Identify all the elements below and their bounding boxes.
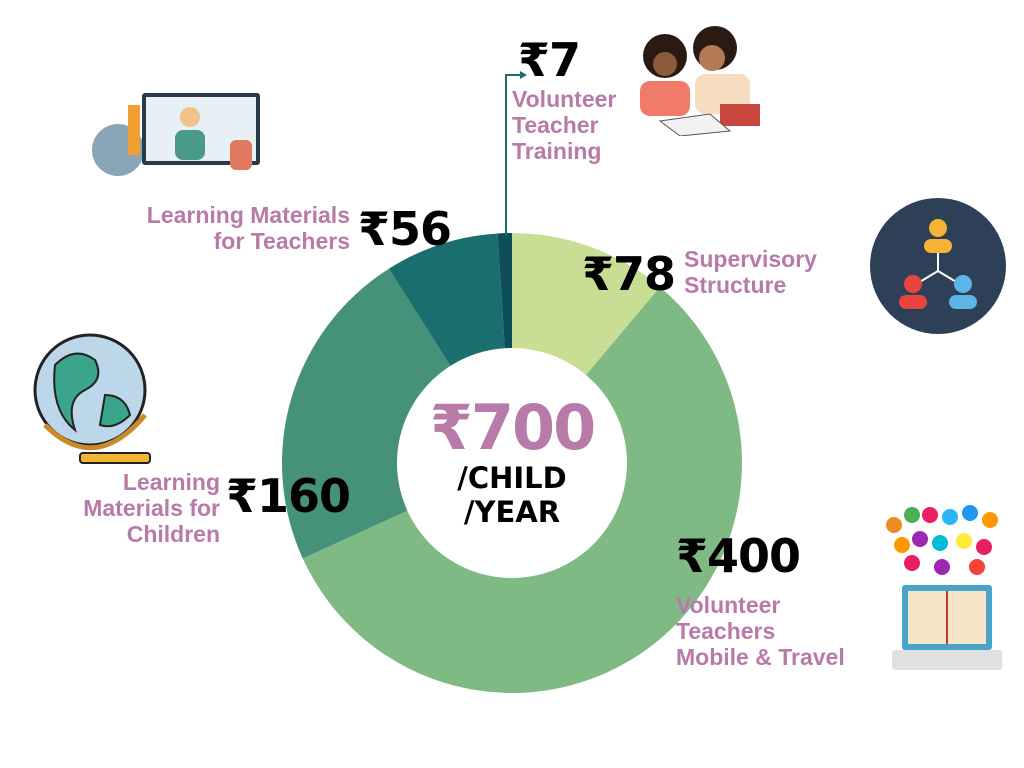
mobile-label: Volunteer Teachers Mobile & Travel bbox=[676, 592, 845, 670]
donut-slice-volunteer-teachers-mobile-travel bbox=[302, 286, 742, 693]
center-per-year: /YEAR bbox=[463, 495, 561, 529]
training-leader-line bbox=[505, 74, 520, 236]
elearning-laptop-illustration bbox=[886, 505, 1002, 670]
donut-slice-volunteer-teacher-training bbox=[497, 233, 512, 349]
children-amount: ₹160 bbox=[226, 469, 351, 523]
label-line: Volunteer bbox=[676, 592, 781, 618]
label-line: Training bbox=[512, 138, 602, 164]
org-structure-icon bbox=[870, 198, 1006, 334]
students-reading-illustration bbox=[640, 26, 760, 136]
donut-center-total: ₹700 /CHILD /YEAR bbox=[412, 391, 612, 530]
children-label: Learning Materials for Children bbox=[20, 469, 220, 547]
donut-slice-learning-materials-for-children bbox=[282, 268, 451, 559]
teachers-label: Learning Materials for Teachers bbox=[80, 202, 350, 254]
center-amount: ₹700 bbox=[429, 391, 597, 464]
supervisory-label: Supervisory Structure bbox=[684, 246, 817, 298]
leader-arrowhead-icon bbox=[520, 71, 527, 79]
label-line: Learning Materials bbox=[146, 202, 350, 228]
supervisory-amount: ₹78 bbox=[582, 247, 676, 301]
label-line: Volunteer bbox=[512, 86, 617, 112]
donut-slice-supervisory-structure bbox=[512, 233, 661, 375]
label-line: Learning bbox=[122, 469, 220, 495]
teachers-amount: ₹56 bbox=[358, 202, 452, 256]
center-per-child: /CHILD bbox=[457, 461, 567, 495]
label-line: Teachers bbox=[676, 618, 776, 644]
label-line: Teacher bbox=[512, 112, 599, 138]
label-line: Supervisory bbox=[684, 246, 817, 272]
label-line: Structure bbox=[684, 272, 787, 298]
label-line: Children bbox=[126, 521, 220, 547]
online-teaching-illustration bbox=[92, 93, 260, 176]
label-line: Materials for bbox=[83, 495, 220, 521]
training-label: Volunteer Teacher Training bbox=[512, 86, 616, 164]
label-line: for Teachers bbox=[213, 228, 350, 254]
training-amount: ₹7 bbox=[518, 33, 581, 87]
globe-icon bbox=[33, 333, 151, 464]
mobile-amount: ₹400 bbox=[676, 529, 801, 583]
label-line: Mobile & Travel bbox=[676, 644, 845, 670]
donut-slice-learning-materials-for-teachers bbox=[388, 233, 505, 366]
